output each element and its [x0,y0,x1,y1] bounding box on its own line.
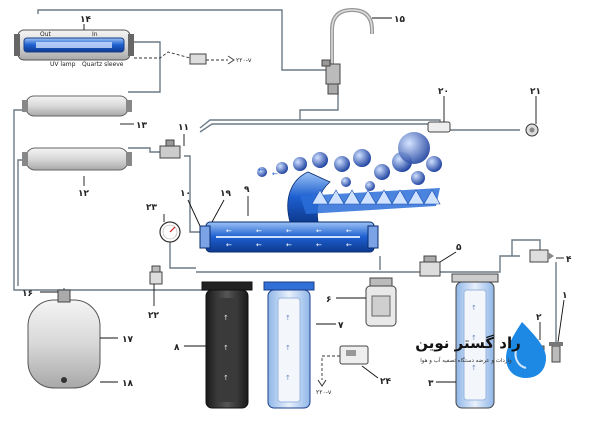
svg-text:←: ← [286,227,292,235]
company-logo: راد گستر نوین واردات و عرضه دستگاه تصفیه… [415,322,546,378]
label-4: ۴ [566,255,572,265]
valve-22 [149,265,163,285]
filter-12 [22,147,132,171]
label-16: ۱۶ [22,289,33,299]
svg-text:↑: ↑ [471,364,477,372]
svg-text:↑: ↑ [223,374,229,382]
svg-text:↑: ↑ [223,344,229,352]
svg-text:↑: ↑ [471,334,477,342]
inlet-valve-21 [525,123,539,137]
uv-in-label: In [92,31,98,38]
storage-tank-17 [27,289,101,389]
label-2: ۲ [536,313,542,323]
inlet-connector-4 [529,249,554,263]
uv-out-label: Out [40,31,52,38]
flow-restrictor-11 [159,139,181,159]
label-14: ۱۴ [80,15,91,25]
uv-lamp-label: UV lamp [50,61,76,68]
label-1: ۱ [562,291,568,301]
label-23: ۲۳ [146,203,157,213]
housing-8-carbon: ↑ ↑ ↑ [201,281,253,409]
label-7: ۷ [338,321,344,331]
svg-text:←: ← [226,227,232,235]
feed-valve-1 [549,342,563,363]
label-19: ۱۹ [220,189,231,199]
svg-text:←: ← [316,241,322,249]
label-9: ۹ [244,185,250,195]
label-18: ۱۸ [122,379,133,389]
svg-text:↑: ↑ [285,314,291,322]
label-17: ۱۷ [122,335,133,345]
water-drop-icon [506,322,546,378]
filter-13 [22,95,132,117]
svg-text:←: ← [256,241,262,249]
housing-7-sediment: ↑ ↑ ↑ [263,281,315,409]
label-24: ۲۴ [380,377,391,387]
svg-text:←: ← [226,241,232,249]
label-8: ۸ [174,343,180,353]
label-3: ۳ [428,379,434,389]
membrane-cutaway [287,171,441,223]
adapter-24: ۲۲۰-v [316,345,369,396]
label-20: ۲۰ [438,87,449,97]
molecule-bubbles: ← ← [257,132,442,191]
label-11: ۱۱ [178,123,189,133]
label-10: ۱۰ [180,189,191,199]
uv-ballast: ۲۲۰-v [134,51,252,65]
leader-lines [40,17,565,383]
svg-text:←: ← [272,170,278,178]
logo-subtitle: واردات و عرضه دستگاه تصفیه آب و هوا [420,357,512,364]
pressure-gauge-23 [159,221,181,243]
booster-pump-6 [365,277,397,327]
faucet-15 [321,7,374,95]
label-22: ۲۲ [148,311,159,321]
svg-text:↑: ↑ [471,304,477,312]
label-21: ۲۱ [530,87,541,97]
solenoid-valve-5 [419,255,441,277]
uv-sterilizer: Out In UV lamp Quartz sleeve [14,29,134,68]
label-6: ۶ [326,295,332,305]
logo-title: راد گستر نوین [415,334,521,352]
label-12: ۱۲ [78,189,89,199]
svg-text:←: ← [346,227,352,235]
svg-text:↑: ↑ [285,374,291,382]
svg-text:←: ← [316,227,322,235]
label-13: ۱۳ [136,121,147,131]
svg-text:←: ← [346,241,352,249]
label-5: ۵ [456,243,462,253]
check-valve-20 [427,121,451,133]
svg-text:←: ← [286,241,292,249]
label-15: ۱۵ [394,15,405,25]
ro-membrane-9: ← ← ← ← ← ← ← ← ← ← [199,221,379,253]
svg-text:←: ← [256,227,262,235]
svg-text:←: ← [258,166,264,174]
pipe-network [13,9,557,346]
svg-text:↑: ↑ [223,314,229,322]
quartz-label: Quartz sleeve [82,61,124,68]
voltage-bottom: ۲۲۰-v [316,389,332,396]
part-numbers: ۱۴ ۱۵ ۱۱ ۱۳ ۱۲ ۲۰ ۲۱ ۹ ۱۹ ۱۰ ۲۳ ۲۲ ۱۶ ۱۷… [22,15,572,389]
voltage-top: ۲۲۰-v [236,57,252,64]
housing-3-prefilter: ↑ ↑ ↑ [451,273,499,409]
svg-text:↑: ↑ [285,344,291,352]
